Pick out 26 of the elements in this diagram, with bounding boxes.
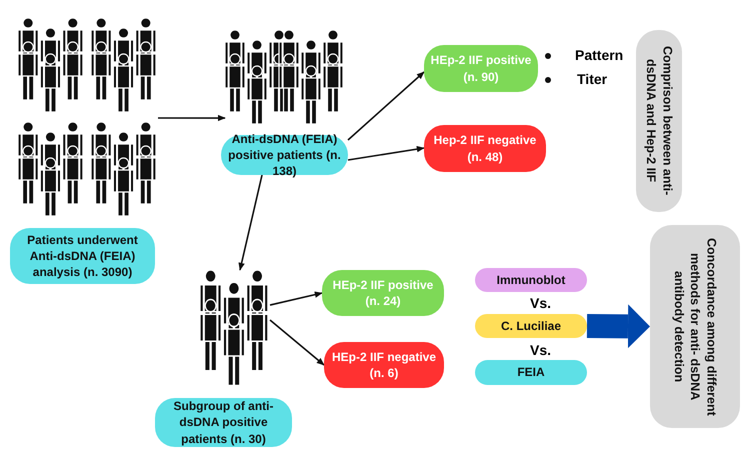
arrow [348, 146, 425, 161]
arrow [269, 319, 325, 366]
arrow [238, 174, 263, 271]
arrow [158, 114, 226, 122]
positive-result-pill: HEp-2 IIF positive (n. 24) [322, 270, 444, 316]
people-crowd-drawing [200, 270, 270, 388]
bullet-item-label: Titer [577, 71, 608, 87]
versus-label: Vs. [530, 342, 552, 358]
block-arrow [586, 304, 650, 348]
negative-result-pill: Hep-2 IIF negative (n. 48) [424, 125, 546, 172]
negative-result-pill: HEp-2 IIF negative (n. 6) [324, 342, 444, 388]
arrow [270, 292, 323, 306]
bullet-item-label: Pattern [575, 47, 624, 63]
conclusion-panel: Concordance among different methods for anti- dsDNA antibody detection [650, 225, 740, 428]
people-crowd-drawing [225, 30, 343, 126]
method-pill: C. Luciliae [475, 314, 587, 338]
patient-group-box: Patients underwent Anti-dsDNA (FEIA) analysis (n. 3090) [10, 228, 155, 284]
versus-label: Vs. [530, 295, 552, 311]
patient-group-box: Subgroup of anti-dsDNA positive patients (n. 30) [155, 398, 292, 447]
people-crowd-drawing [18, 18, 158, 218]
method-pill: FEIA [475, 360, 587, 385]
conclusion-panel: Comprison between anti- dsDNA and Hep-2 IIF [636, 30, 682, 212]
method-pill: Immunoblot [475, 268, 587, 292]
patient-group-box: Anti-dsDNA (FEIA) positive patients (n. 138) [221, 135, 348, 175]
arrow [347, 71, 425, 141]
positive-result-pill: HEp-2 IIF positive (n. 90) [424, 45, 538, 92]
